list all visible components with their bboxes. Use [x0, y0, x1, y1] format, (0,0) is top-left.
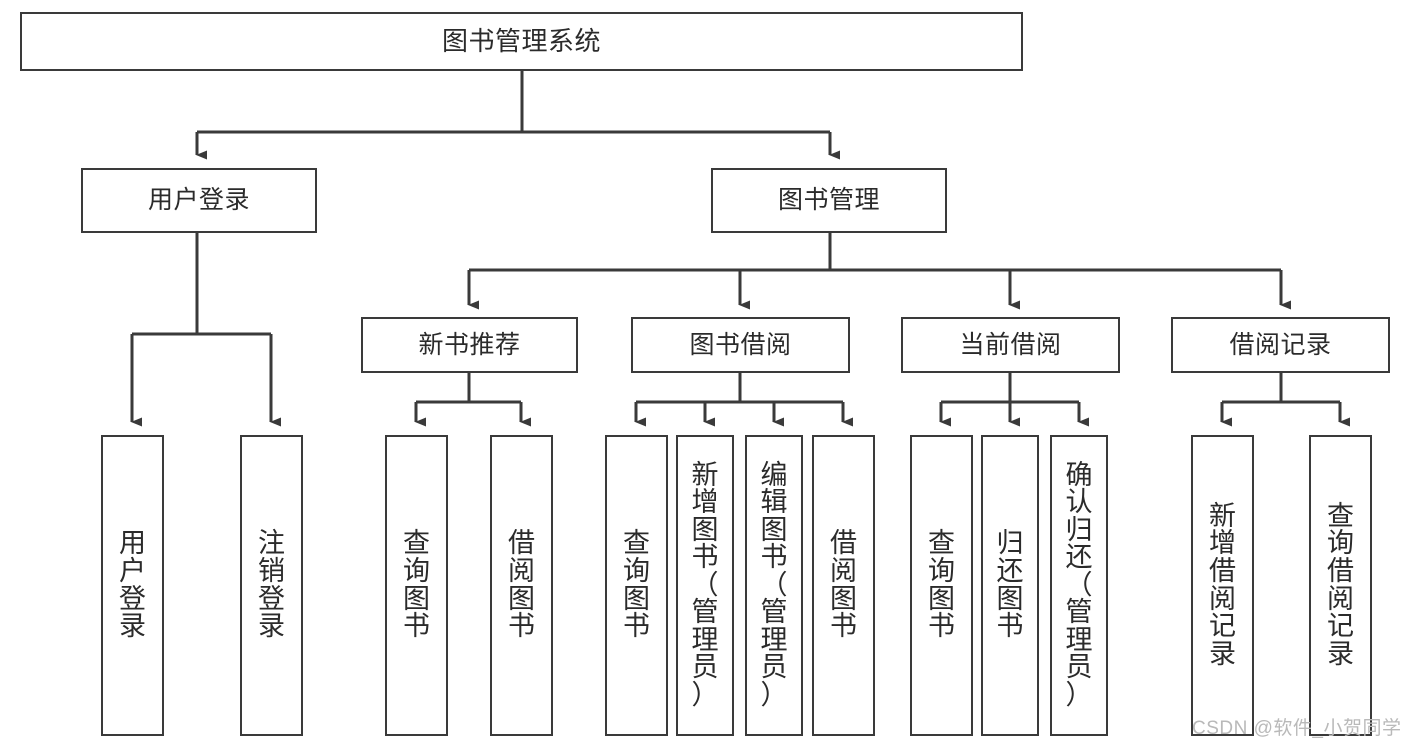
leaf-borrow-query-book[interactable]: 查 询 图 书	[605, 435, 668, 736]
node-label: 确 认 归 还 （ 管 理 员 ）	[1065, 459, 1093, 710]
node-label: 借阅记录	[1229, 330, 1332, 359]
node-label: 图书借阅	[689, 330, 792, 359]
node-root-system[interactable]: 图书管理系统	[20, 12, 1023, 71]
node-label: 新 增 图 书 （ 管 理 员 ）	[691, 459, 719, 710]
node-label: 查 询 图 书	[623, 528, 650, 642]
leaf-borrow-edit-book-admin[interactable]: 编 辑 图 书 （ 管 理 员 ）	[745, 435, 803, 736]
node-label: 图书管理	[777, 186, 880, 215]
node-label: 借 阅 图 书	[830, 528, 857, 642]
node-label: 新书推荐	[418, 330, 521, 359]
node-borrow-record[interactable]: 借阅记录	[1171, 317, 1390, 373]
csdn-watermark: CSDN @软件_小贺同学	[1192, 718, 1402, 739]
node-book-management[interactable]: 图书管理	[711, 168, 947, 233]
leaf-recommend-borrow-book[interactable]: 借 阅 图 书	[490, 435, 553, 736]
leaf-borrow-add-book-admin[interactable]: 新 增 图 书 （ 管 理 员 ）	[676, 435, 734, 736]
node-current-borrow[interactable]: 当前借阅	[901, 317, 1120, 373]
node-label: 用 户 登 录	[119, 528, 146, 642]
leaf-current-confirm-return-admin[interactable]: 确 认 归 还 （ 管 理 员 ）	[1050, 435, 1108, 736]
node-label: 查 询 图 书	[928, 528, 955, 642]
leaf-current-return-book[interactable]: 归 还 图 书	[981, 435, 1039, 736]
node-label: 查 询 图 书	[403, 528, 430, 642]
node-label: 借 阅 图 书	[508, 528, 535, 642]
node-new-book-recommend[interactable]: 新书推荐	[361, 317, 578, 373]
node-label: 注 销 登 录	[258, 528, 285, 642]
node-user-login[interactable]: 用户登录	[81, 168, 317, 233]
node-label: 归 还 图 书	[996, 528, 1024, 642]
node-book-borrow[interactable]: 图书借阅	[631, 317, 850, 373]
node-label: 编 辑 图 书 （ 管 理 员 ）	[760, 459, 788, 710]
leaf-user-login[interactable]: 用 户 登 录	[101, 435, 164, 736]
node-label: 图书管理系统	[441, 25, 601, 56]
leaf-user-logout[interactable]: 注 销 登 录	[240, 435, 303, 736]
leaf-current-query-book[interactable]: 查 询 图 书	[910, 435, 973, 736]
leaf-record-query-borrow-record[interactable]: 查 询 借 阅 记 录	[1309, 435, 1372, 736]
node-label: 新 增 借 阅 记 录	[1209, 500, 1236, 669]
node-label: 当前借阅	[959, 330, 1062, 359]
node-label: 用户登录	[147, 186, 250, 215]
node-label: 查 询 借 阅 记 录	[1327, 500, 1354, 669]
leaf-recommend-query-book[interactable]: 查 询 图 书	[385, 435, 448, 736]
leaf-borrow-borrow-book[interactable]: 借 阅 图 书	[812, 435, 875, 736]
leaf-record-add-borrow-record[interactable]: 新 增 借 阅 记 录	[1191, 435, 1254, 736]
